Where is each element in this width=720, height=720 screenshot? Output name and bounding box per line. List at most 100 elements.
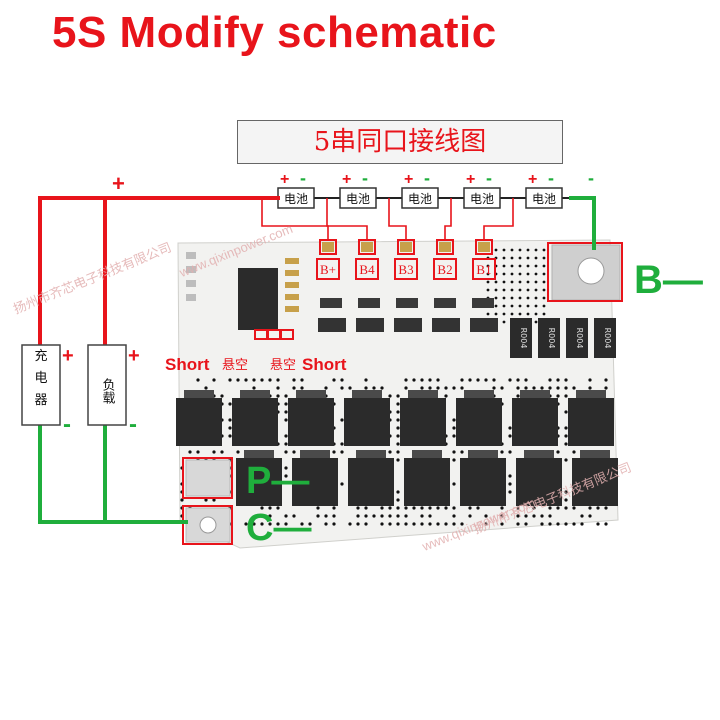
via-hole (564, 458, 567, 461)
via-hole (396, 442, 399, 445)
via-hole (543, 249, 546, 252)
via-hole (428, 386, 431, 389)
sot-transistor (356, 318, 384, 332)
via-hole (535, 321, 538, 324)
via-hole (519, 265, 522, 268)
via-hole (396, 498, 399, 501)
via-hole (468, 514, 471, 517)
via-hole (212, 450, 215, 453)
via-hole (535, 305, 538, 308)
tap-pad (478, 242, 490, 252)
cell-minus-sign: - (362, 168, 368, 188)
via-hole (340, 418, 343, 421)
via-hole (527, 257, 530, 260)
smd-component (285, 306, 299, 312)
via-hole (588, 514, 591, 517)
mosfet-tab (184, 390, 214, 398)
via-hole (596, 522, 599, 525)
sot-transistor (396, 298, 418, 308)
via-hole (380, 514, 383, 517)
via-hole (516, 522, 519, 525)
via-hole (476, 378, 479, 381)
via-hole (396, 450, 399, 453)
via-hole (495, 297, 498, 300)
via-hole (228, 434, 231, 437)
via-hole (511, 281, 514, 284)
tap-label: B3 (398, 262, 413, 277)
via-hole (511, 249, 514, 252)
mosfet (232, 398, 278, 446)
via-hole (564, 378, 567, 381)
via-hole (503, 321, 506, 324)
via-hole (268, 378, 271, 381)
via-hole (468, 378, 471, 381)
via-hole (452, 458, 455, 461)
sot-transistor (470, 318, 498, 332)
via-hole (284, 418, 287, 421)
cell-plus-sign: + (466, 171, 475, 188)
mosfet-tab (520, 390, 550, 398)
via-hole (511, 305, 514, 308)
via-hole (452, 450, 455, 453)
mosfet-tab (352, 390, 382, 398)
via-hole (356, 506, 359, 509)
via-hole (396, 418, 399, 421)
sot-transistor (394, 318, 422, 332)
cell-plus-sign: + (528, 171, 537, 188)
via-hole (519, 257, 522, 260)
via-hole (564, 442, 567, 445)
via-hole (535, 297, 538, 300)
via-hole (316, 506, 319, 509)
via-hole (511, 297, 514, 300)
mosfet-tab (524, 450, 554, 458)
via-hole (468, 506, 471, 509)
battery-cell-label: 电池 (470, 192, 494, 206)
via-hole (500, 450, 503, 453)
sot-transistor (472, 298, 494, 308)
via-hole (252, 378, 255, 381)
load-label: 负载 (100, 378, 116, 405)
via-hole (260, 378, 263, 381)
via-hole (420, 522, 423, 525)
via-hole (519, 297, 522, 300)
via-hole (492, 386, 495, 389)
via-hole (503, 313, 506, 316)
via-hole (228, 402, 231, 405)
via-hole (332, 506, 335, 509)
via-hole (519, 273, 522, 276)
via-hole (452, 506, 455, 509)
via-hole (380, 386, 383, 389)
via-hole (452, 418, 455, 421)
mosfet (512, 398, 558, 446)
mosfet-tab (408, 390, 438, 398)
smd-component (285, 258, 299, 264)
via-hole (596, 506, 599, 509)
via-hole (604, 522, 607, 525)
via-hole (396, 394, 399, 397)
via-hole (508, 378, 511, 381)
charger-label-char: 电 (34, 371, 47, 386)
via-hole (276, 386, 279, 389)
mosfet (568, 398, 614, 446)
via-hole (364, 506, 367, 509)
via-hole (540, 522, 543, 525)
via-hole (527, 305, 530, 308)
via-hole (543, 265, 546, 268)
via-hole (564, 506, 567, 509)
via-hole (340, 482, 343, 485)
via-hole (348, 522, 351, 525)
via-hole (412, 378, 415, 381)
via-hole (340, 386, 343, 389)
via-hole (324, 386, 327, 389)
via-hole (543, 297, 546, 300)
via-hole (388, 522, 391, 525)
via-hole (580, 522, 583, 525)
via-hole (503, 257, 506, 260)
via-hole (420, 386, 423, 389)
charger-label-char: 器 (34, 393, 47, 408)
charger-label-char: 充 (34, 348, 47, 364)
via-hole (508, 482, 511, 485)
via-hole (535, 249, 538, 252)
via-hole (412, 506, 415, 509)
via-hole (380, 506, 383, 509)
